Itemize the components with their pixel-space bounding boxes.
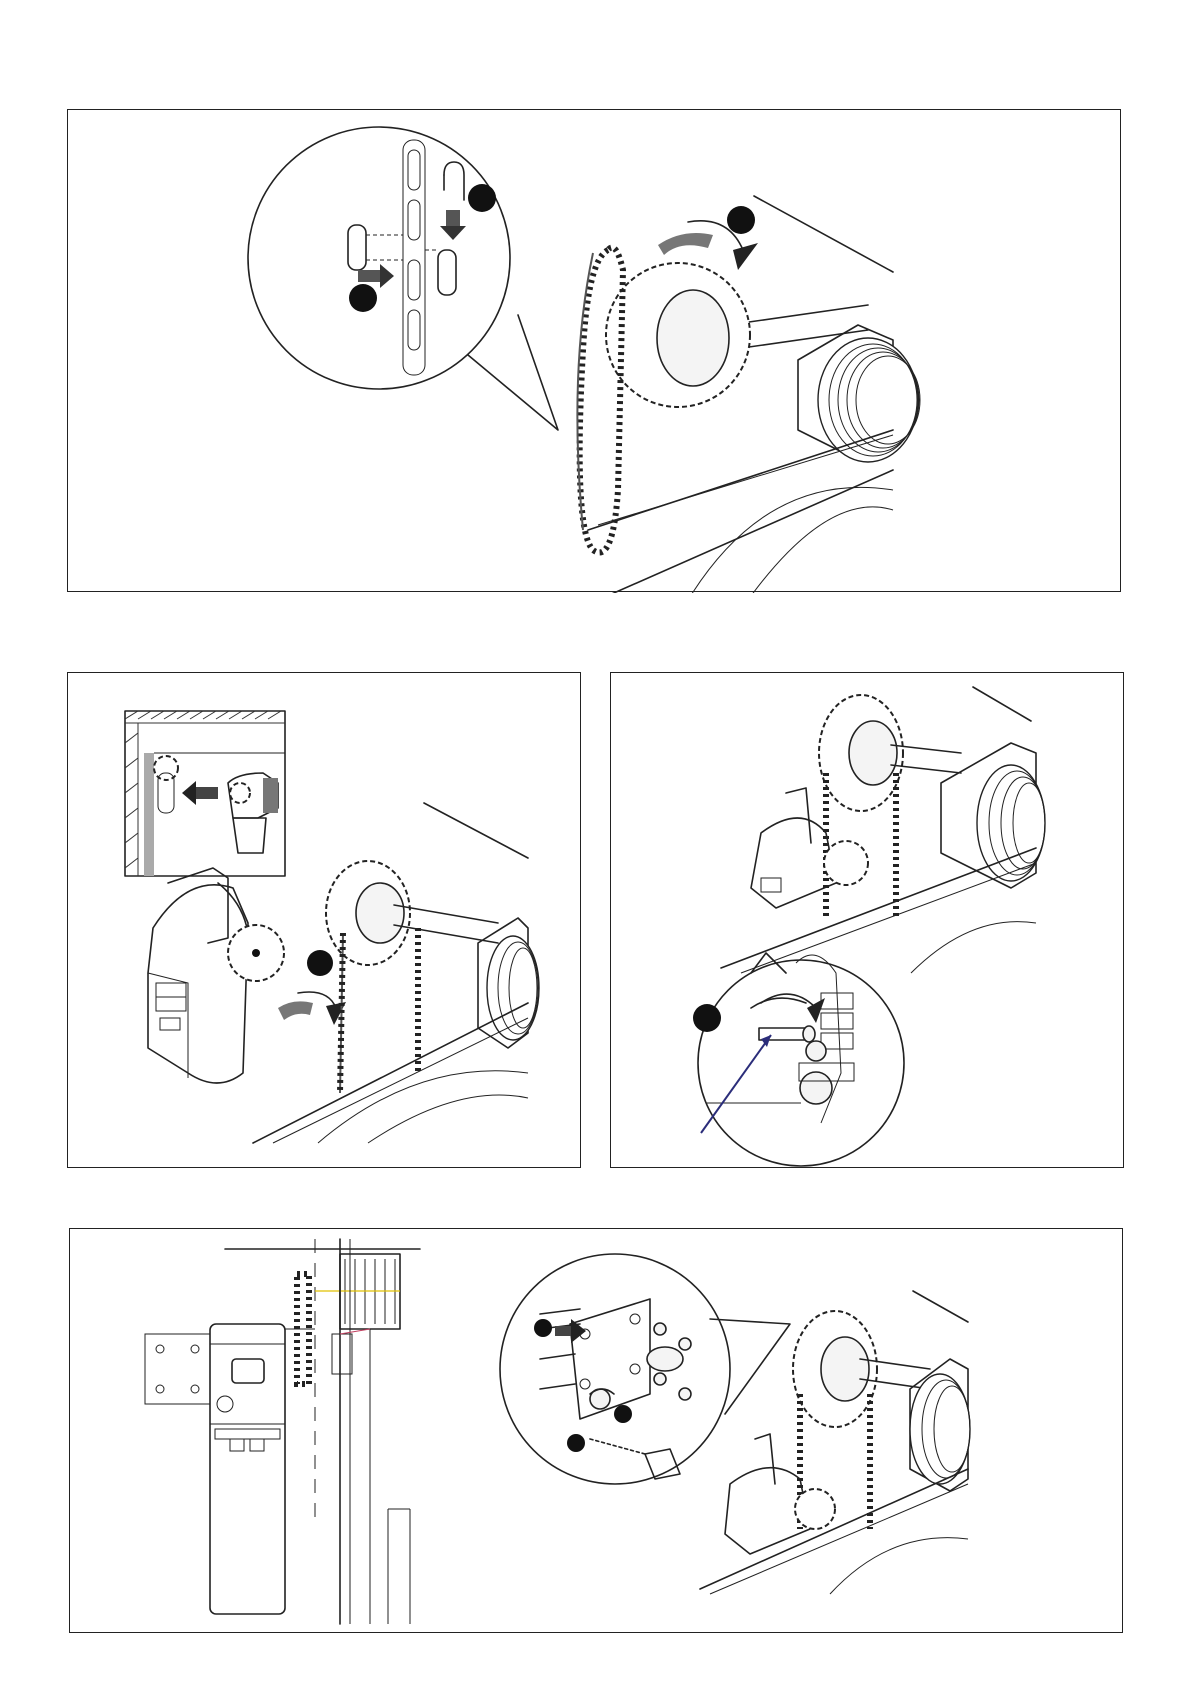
- motor-housing: [210, 1324, 285, 1614]
- motor-mounting-drawing: [68, 673, 582, 1169]
- gearmotor-unit: [148, 868, 284, 1083]
- drill-icon: [590, 1439, 680, 1479]
- control-display: [232, 1359, 264, 1383]
- callout-marker-3: [727, 206, 755, 234]
- right-arrow-icon: [555, 1319, 586, 1343]
- callout-marker-3: [567, 1434, 585, 1452]
- drum-side-view: [315, 1254, 400, 1329]
- motor-mount-bracket: [786, 788, 811, 843]
- chain-assembly-drawing: [68, 110, 1122, 593]
- wall-plate-holes: [156, 1345, 199, 1393]
- chain-link-detail-magnifier: [248, 127, 558, 430]
- wall-fixing-drawing: [70, 1229, 1124, 1634]
- motor-mount-bracket: [168, 868, 228, 943]
- door-shaft-assembly: [253, 803, 539, 1143]
- door-shaft-assembly: [700, 1291, 970, 1594]
- rotate-arrow-icon: [751, 994, 825, 1023]
- wall-anchor-detail-magnifier: [500, 1254, 790, 1484]
- door-shaft-assembly: [588, 196, 920, 593]
- terminal-block: [156, 983, 186, 1030]
- wall-mount-inset: [125, 711, 285, 876]
- callout-marker-2: [468, 184, 496, 212]
- screwdriver-icon: [590, 1389, 614, 1409]
- cable-drum: [487, 936, 539, 1040]
- down-arrow-icon: [440, 210, 466, 240]
- motor-drive-sprocket: [824, 841, 868, 885]
- left-arrow-icon: [182, 781, 218, 805]
- panel-wall-fixing: [69, 1228, 1123, 1633]
- master-link-plate: [348, 225, 403, 270]
- bracket-holes: [580, 1314, 640, 1389]
- callout-marker-1: [349, 284, 377, 312]
- wall-plate: [145, 1334, 210, 1404]
- panel-motor-mounting: [67, 672, 581, 1168]
- panel-chain-assembly: [67, 109, 1121, 592]
- release-lever-detail-magnifier: [698, 953, 904, 1166]
- side-elevation-view: [145, 1239, 420, 1624]
- release-adjustment-drawing: [611, 673, 1125, 1169]
- motor-housing: [148, 885, 248, 1083]
- pointer-arrow: [701, 1035, 771, 1133]
- callout-marker-1: [534, 1319, 552, 1337]
- motor-unit-inset: [228, 773, 278, 853]
- chain-strand-detail: [403, 140, 425, 375]
- panel-release-adjustment: [610, 672, 1124, 1168]
- rotate-arrow-icon: [278, 992, 346, 1025]
- callout-marker-1: [307, 950, 333, 976]
- callout-marker-1: [693, 1004, 721, 1032]
- callout-marker-2: [614, 1405, 632, 1423]
